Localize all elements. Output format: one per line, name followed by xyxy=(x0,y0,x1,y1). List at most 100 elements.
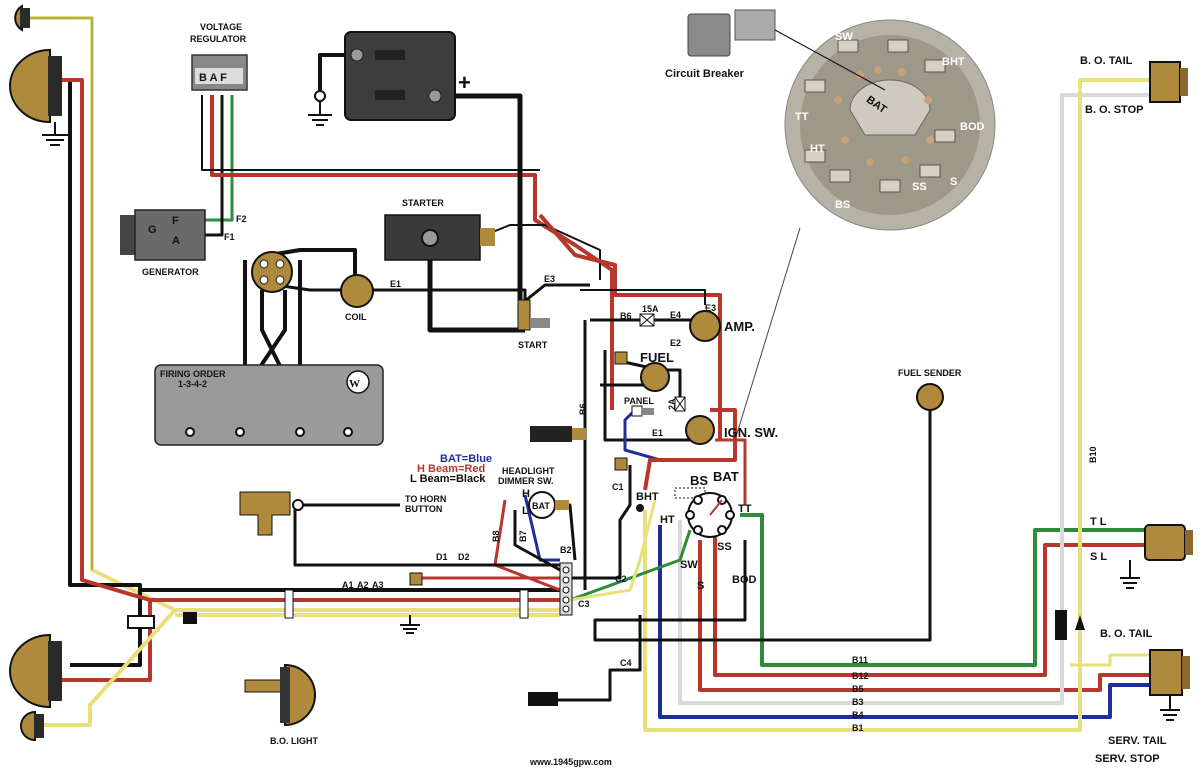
gen-green xyxy=(205,95,234,222)
generator-f2: F2 xyxy=(236,214,247,224)
b3-white xyxy=(678,93,1150,705)
voltage-regulator: VOLTAGE REGULATOR B A F xyxy=(190,22,248,91)
legend-bat: BAT=Blue xyxy=(440,453,492,465)
fuse-2a-label: 2A xyxy=(667,398,677,410)
wire-b3: B3 xyxy=(852,697,864,707)
coil-label: COIL xyxy=(345,312,367,322)
switch-bht: BHT xyxy=(636,491,659,503)
wire-d1: D1 xyxy=(436,552,448,562)
rear-bo-tail-light-bottom: B. O. TAIL SERV. TAIL SERV. STOP xyxy=(1095,628,1190,765)
wire-b1: B1 xyxy=(852,723,864,733)
wire-c1: C1 xyxy=(612,482,624,492)
wire-b11: B11 xyxy=(852,655,868,665)
fuse-15a: B6 15A E4 xyxy=(620,304,681,327)
rear-bo-tail-light-top: B. O. TAIL B. O. STOP xyxy=(1080,55,1188,116)
left-headlight-bottom xyxy=(9,633,62,709)
ignition-switch: E1 IGN. SW. xyxy=(652,415,778,445)
detail-bs: BS xyxy=(835,199,850,211)
rear-harness-labels: B11 B12 B5 B3 B4 B1 B10 xyxy=(852,446,1098,733)
reg-red-main xyxy=(210,95,614,410)
legend-lbeam: L Beam=Black xyxy=(410,473,486,485)
indicator-bulb xyxy=(530,426,586,442)
legend-hbeam: H Beam=Red xyxy=(417,463,485,475)
b5-red xyxy=(698,540,1150,692)
detail-s: S xyxy=(950,176,957,188)
b1-yellow xyxy=(643,78,1150,732)
dimmer-bat: BAT xyxy=(532,501,550,511)
horn-label-2: BUTTON xyxy=(405,504,442,514)
wire-c4: C4 xyxy=(620,658,632,668)
lower-left-yellow xyxy=(40,608,177,727)
left-black-wire xyxy=(68,80,142,667)
wire-a3: A3 xyxy=(372,580,384,590)
ign-sw-label: IGN. SW. xyxy=(724,425,778,440)
battery-black xyxy=(435,93,523,305)
horn-connector: TO HORN BUTTON xyxy=(239,491,446,536)
regulator-title-1: VOLTAGE xyxy=(200,22,242,32)
dimmer-title-1: HEADLIGHT xyxy=(502,466,555,476)
sl-label: S L xyxy=(1090,551,1107,563)
wire-e1-coil: E1 xyxy=(390,279,401,289)
wire-b8: B8 xyxy=(491,530,501,542)
wire-b4: B4 xyxy=(852,710,864,720)
harness-sleeve xyxy=(284,589,529,619)
switch-bat: BAT xyxy=(713,469,739,484)
switch-tt: TT xyxy=(738,503,752,515)
switch-ht: HT xyxy=(660,514,675,526)
switch-s: S xyxy=(697,580,704,592)
bo-light: B.O. LIGHT xyxy=(244,663,558,746)
terminal-strip xyxy=(559,562,573,616)
left-headlight-top-small xyxy=(14,4,30,32)
engine-block: FIRING ORDER 1-3-4-2 W xyxy=(154,364,384,446)
footer-url: www.1945gpw.com xyxy=(529,757,612,767)
switch-ss: SS xyxy=(717,541,732,553)
ammeter: E3 E2 AMP. xyxy=(670,303,755,348)
ground-symbol xyxy=(400,615,420,634)
regulator-terminals: B A F xyxy=(199,72,227,84)
wire-b6-vert: B6 xyxy=(578,403,588,415)
firing-order-title: FIRING ORDER xyxy=(160,369,226,379)
wire-b7: B7 xyxy=(518,530,528,542)
wire-b12: B12 xyxy=(852,671,869,681)
generator-f: F xyxy=(172,215,179,227)
left-junction-block xyxy=(127,615,155,629)
switch-bod: BOD xyxy=(732,574,757,586)
wire-e1: E1 xyxy=(652,428,663,438)
circuit-breaker: Circuit Breaker xyxy=(665,9,776,80)
generator-f1: F1 xyxy=(224,232,235,242)
detail-sw: SW xyxy=(835,31,853,43)
wire-b5: B5 xyxy=(852,684,864,694)
detail-bod: BOD xyxy=(960,121,985,133)
firing-order-sequence: 1-3-4-2 xyxy=(178,379,207,389)
wire-legend: BAT=Blue H Beam=Red L Beam=Black HEADLIG… xyxy=(410,453,555,486)
start-label: START xyxy=(518,340,548,350)
generator-a: A xyxy=(172,235,180,247)
bo-tail-bottom: B. O. TAIL xyxy=(1100,628,1153,640)
battery: + xyxy=(308,31,471,126)
detail-ss: SS xyxy=(912,181,927,193)
generator: G F A F2 F1 GENERATOR xyxy=(120,209,247,277)
starter-label: STARTER xyxy=(402,198,444,208)
detail-ht: HT xyxy=(810,143,825,155)
battery-positive: + xyxy=(458,70,471,95)
bo-stop: B. O. STOP xyxy=(1085,104,1143,116)
wire-b6: B6 xyxy=(620,311,632,321)
bo-tail-top: B. O. TAIL xyxy=(1080,55,1133,67)
bo-light-label: B.O. LIGHT xyxy=(270,736,318,746)
wire-a2: A2 xyxy=(357,580,369,590)
dimmer-title-2: DIMMER SW. xyxy=(498,476,554,486)
left-red-wire xyxy=(60,78,152,682)
b11-green xyxy=(740,513,1150,667)
wire-c2: C2 xyxy=(615,574,627,584)
detail-tt: TT xyxy=(795,111,809,123)
fuel-gauge: FUEL xyxy=(614,350,674,392)
wire-e3-top: E3 xyxy=(544,274,555,284)
wire-c3: C3 xyxy=(578,599,590,609)
dimmer-l: L xyxy=(522,505,529,517)
starter: STARTER xyxy=(384,198,495,261)
wire-a1: A1 xyxy=(342,580,354,590)
fuel-sender: FUEL SENDER xyxy=(898,368,962,411)
serv-tail: SERV. TAIL xyxy=(1108,735,1167,747)
serv-stop: SERV. STOP xyxy=(1095,753,1160,765)
